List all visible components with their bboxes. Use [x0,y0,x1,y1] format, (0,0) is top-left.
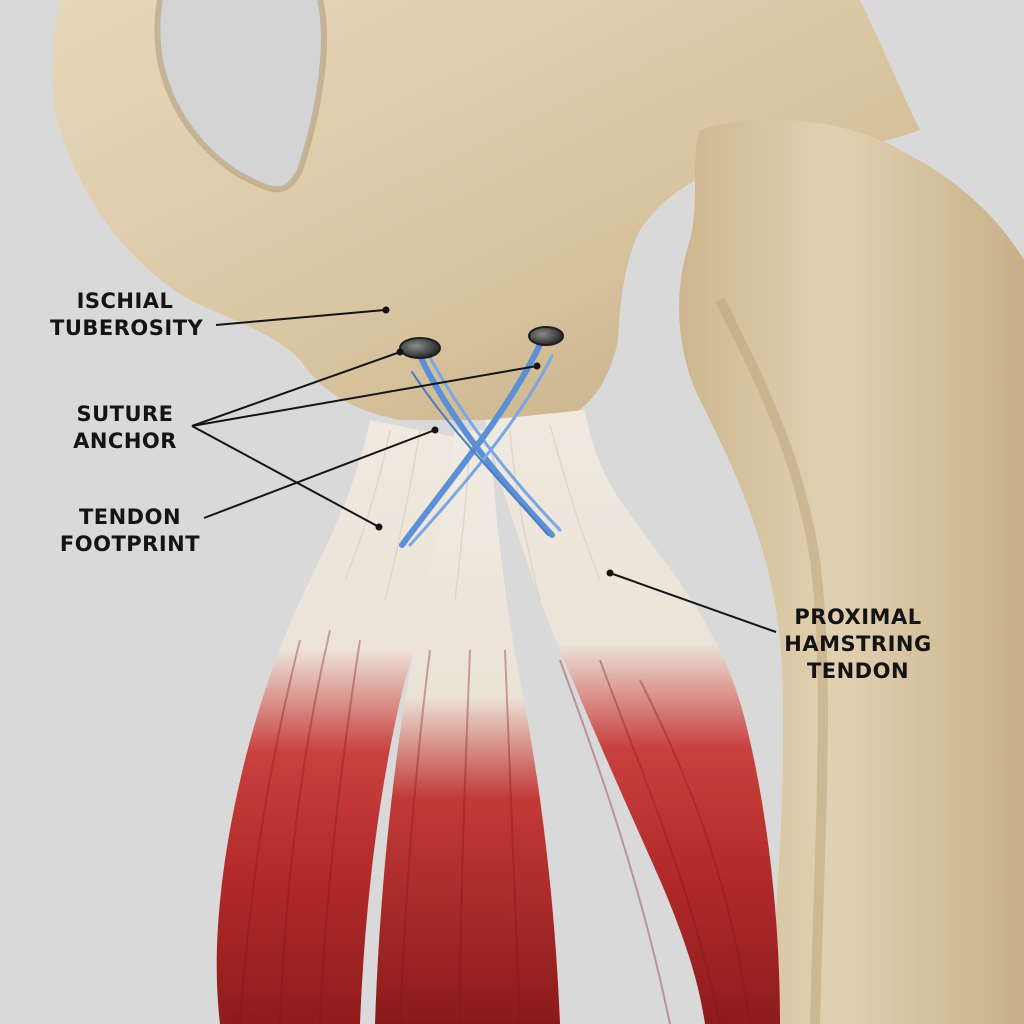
obturator-foramen [157,0,324,190]
leader-tendon-footprint [203,429,436,519]
tendon-fibers [344,424,601,601]
leader-suture-anchor-1 [191,351,401,427]
suture-anchor-right [528,326,564,346]
femur-ridge [715,297,828,1024]
muscle-middle-belly [375,430,560,1024]
leader-suture-anchor-2 [191,365,538,427]
label-tendon-footprint: TENDON FOOTPRINT [59,505,201,556]
femur-bone [679,119,1024,1024]
suture-strands [399,337,562,548]
leader-proximal-hamstring-tendon [609,572,777,633]
muscle-right-belly [485,410,780,1024]
foramen-rim [154,0,327,193]
label-ischial-tuberosity: ISCHIAL TUBEROSITY [50,289,204,340]
muscle-left-belly [216,420,470,1024]
label-proximal-hamstring-tendon: PROXIMAL HAMSTRING TENDON [784,605,932,683]
leader-suture-anchor-3 [191,425,380,528]
label-suture-anchor: SUTURE ANCHOR [73,402,177,453]
suture-anchor-left [399,337,441,359]
muscle-fibers [239,629,751,1024]
leader-ischial-tuberosity [215,309,386,326]
leader-lines [191,306,777,633]
